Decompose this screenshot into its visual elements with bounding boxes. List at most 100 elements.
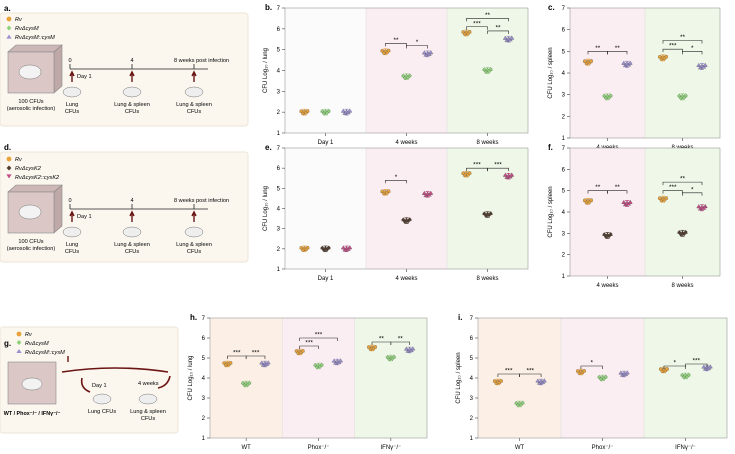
significance-bracket	[519, 373, 542, 377]
significance-bracket	[466, 18, 509, 22]
panel-letter: h.	[190, 313, 197, 322]
significance-label: *	[691, 45, 694, 52]
data-point	[608, 93, 613, 98]
data-point	[664, 196, 668, 200]
mouse-icon	[18, 204, 42, 220]
data-point	[686, 372, 691, 378]
y-tick-label: 1	[202, 436, 206, 442]
significance-bracket	[299, 337, 338, 341]
significance-bracket	[682, 51, 703, 55]
y-tick-label: 2	[277, 110, 281, 116]
y-tick-label: 5	[277, 186, 281, 192]
readout-3a: Lung & spleen	[176, 102, 212, 108]
readout-2a: Lung & spleen	[114, 242, 150, 248]
data-point	[347, 108, 353, 113]
data-point	[305, 245, 310, 250]
panel-a-background	[0, 12, 249, 127]
y-tick-label: 6	[562, 28, 566, 34]
significance-bracket	[390, 341, 410, 345]
data-point	[340, 245, 346, 250]
significance-label: *	[673, 360, 676, 367]
data-point	[319, 362, 324, 368]
data-point	[702, 62, 708, 67]
y-tick-label: 5	[277, 48, 281, 54]
legend-rv-marker	[6, 16, 12, 22]
y-tick-label: 7	[562, 146, 566, 152]
data-point	[488, 67, 493, 72]
y-tick-label: 7	[470, 316, 474, 322]
x-tick-label: IFNγ⁻/⁻	[380, 445, 401, 451]
data-point	[228, 361, 233, 365]
significance-label: ***	[669, 184, 677, 191]
significance-label: **	[615, 184, 621, 191]
y-tick-label: 4	[562, 210, 566, 216]
y-tick-label: 6	[202, 336, 206, 342]
x-tick-label: 8 weeks	[476, 276, 498, 282]
mouse-icon	[21, 377, 43, 391]
data-point	[499, 379, 503, 383]
data-point	[627, 199, 633, 204]
panel-g-letter: g.	[4, 339, 11, 348]
significance-label: **	[595, 45, 601, 52]
y-tick-label: 3	[277, 89, 281, 95]
data-point	[541, 378, 547, 383]
significance-label: *	[590, 360, 593, 367]
x-tick-label: 8 weeks	[476, 140, 498, 146]
legend-ko: RvΔcysM	[25, 341, 49, 347]
cage-dose: 100 CFUs	[18, 239, 43, 245]
legend-ko-marker	[6, 25, 12, 31]
y-tick-label: 3	[562, 93, 566, 99]
data-point	[502, 35, 508, 40]
y-axis-label: CFU Log₁₀ / spleen	[548, 47, 554, 98]
arrow-up-icon	[69, 210, 75, 222]
panel-letter: b.	[265, 3, 272, 12]
category-band	[570, 148, 645, 276]
panel-a-legend: Rv RvΔcysM RvΔcysM::cysM	[6, 16, 55, 41]
category-band	[366, 148, 447, 269]
legend-comp: RvΔcysM::cysM	[15, 35, 55, 41]
panel-letter: i.	[458, 313, 462, 322]
legend-comp: RvΔcysK2::cysK2	[15, 175, 60, 181]
data-point	[626, 201, 632, 206]
host-strains: WT / Phox⁻/⁻ / IFNγ⁻/⁻	[4, 411, 61, 417]
data-point	[624, 370, 630, 375]
data-point	[407, 73, 412, 78]
x-tick-label: 8 weeks	[671, 283, 693, 289]
readout-1b: CFUs	[65, 109, 79, 115]
x-tick-label: WT	[242, 445, 252, 451]
data-point	[701, 64, 707, 69]
timeline-0: 0	[68, 58, 71, 64]
data-point	[509, 172, 515, 177]
data-point	[301, 349, 305, 353]
significance-label: **	[595, 184, 601, 191]
aerosol-chamber: 100 CFUs (aerosolic infection)	[7, 184, 63, 252]
arrow-up-icon	[191, 210, 197, 222]
y-tick-label: 5	[562, 49, 566, 55]
timeline-0: 0	[68, 198, 71, 204]
y-tick-label: 3	[562, 231, 566, 237]
category-band	[645, 8, 720, 138]
significance-bracket	[487, 30, 509, 34]
significance-label: ***	[669, 43, 677, 50]
data-point	[589, 59, 593, 63]
mouse-icon	[62, 86, 82, 98]
significance-label: **	[615, 45, 621, 52]
legend-comp-marker	[6, 34, 12, 39]
data-point	[410, 346, 416, 351]
readout-2b: CFUs	[125, 109, 139, 115]
readout-1a: Lung	[66, 102, 78, 108]
significance-label: ***	[473, 162, 481, 169]
significance-bracket	[662, 190, 683, 194]
legend-ko: RvΔcysM	[15, 26, 39, 32]
arrow-up-icon	[69, 70, 75, 82]
legend-comp-marker	[6, 174, 12, 179]
data-point	[589, 198, 593, 202]
y-tick-label: 1	[277, 131, 281, 137]
significance-label: **	[485, 12, 491, 19]
panel-letter: f.	[548, 143, 553, 152]
timeline-4: 4	[130, 198, 133, 204]
